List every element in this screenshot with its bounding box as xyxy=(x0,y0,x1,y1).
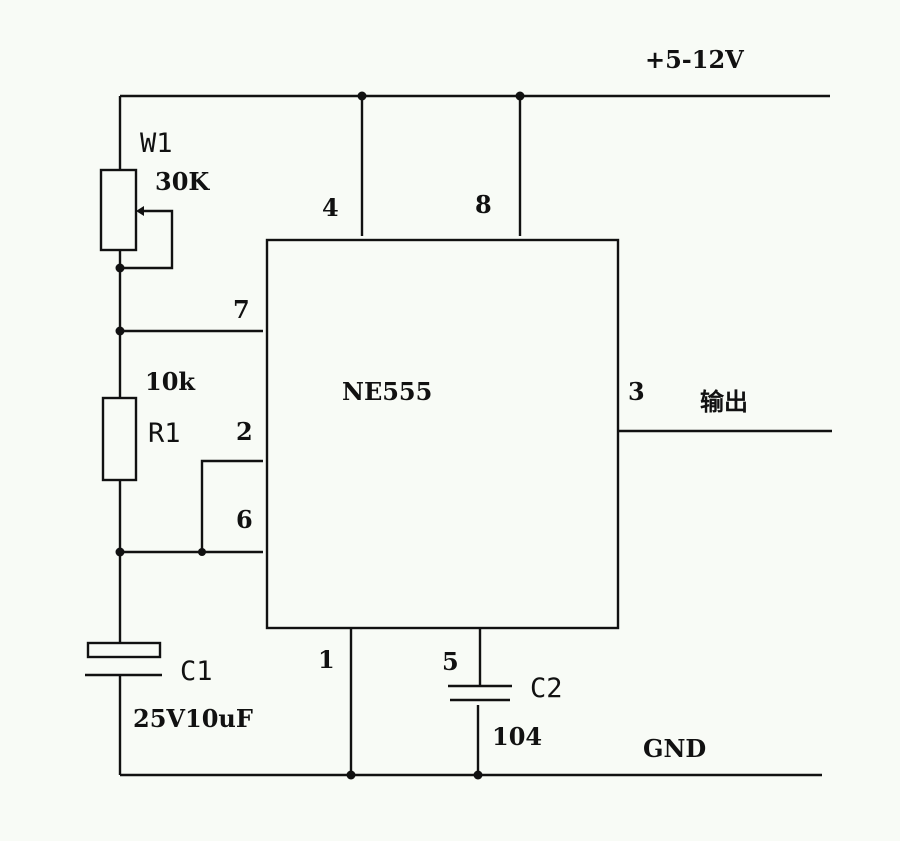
junction-dot xyxy=(346,770,356,780)
junction-dot xyxy=(115,263,125,273)
pin1-label: 1 xyxy=(318,645,335,674)
pin4-label: 4 xyxy=(322,193,339,222)
w1-value: 30K xyxy=(155,167,210,196)
resistor-r1 xyxy=(101,396,138,482)
pin7-label: 7 xyxy=(233,295,250,324)
pin2-label: 2 xyxy=(236,417,253,446)
r1-ref: R1 xyxy=(148,418,181,449)
ground-label: GND xyxy=(643,734,706,763)
c2-ref: C2 xyxy=(530,673,563,704)
junction-dot xyxy=(515,91,525,101)
pin5-label: 5 xyxy=(442,647,459,676)
supply-label: +5-12V xyxy=(645,45,744,74)
ic-name: NE555 xyxy=(342,377,432,406)
w1-ref: W1 xyxy=(140,128,173,159)
output-label: 输出 xyxy=(700,387,748,416)
ic-ne555 xyxy=(265,238,620,630)
pin3-label: 3 xyxy=(628,377,645,406)
potentiometer-w1 xyxy=(99,168,138,252)
pin6-label: 6 xyxy=(236,505,253,534)
c1-ref: C1 xyxy=(180,656,213,687)
c2-value: 104 xyxy=(492,722,542,751)
pin2-wire xyxy=(200,459,263,552)
c1-value: 25V10uF xyxy=(133,704,253,733)
wiper-wire xyxy=(120,209,174,270)
r1-value: 10k xyxy=(145,367,196,396)
capacitor-c1-plate-positive xyxy=(86,641,162,659)
junction-dot xyxy=(473,770,483,780)
pin8-label: 8 xyxy=(475,190,492,219)
junction-dot xyxy=(357,91,367,101)
wiper-arrow-icon xyxy=(136,206,144,216)
